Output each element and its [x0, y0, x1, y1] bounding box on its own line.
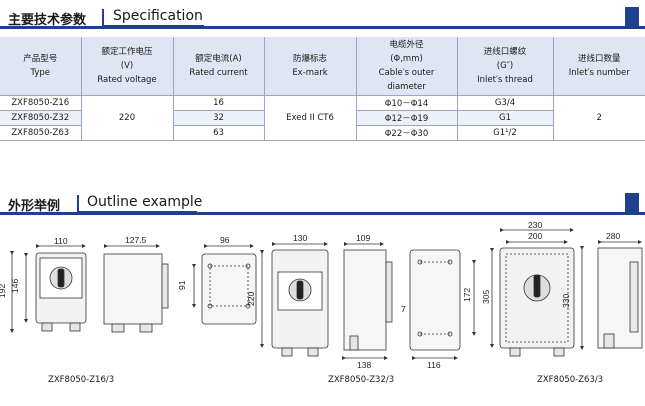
z16-side-view: 127.5	[103, 235, 169, 333]
outline-title-en: Outline example	[87, 194, 203, 210]
dim-z16-back-height: 91	[177, 280, 187, 290]
model-caption-z16: ZXF8050-Z16/3	[48, 375, 115, 385]
dim-z63-width-inner: 200	[528, 231, 542, 241]
dim-z63-height-left: 305	[481, 290, 491, 304]
header-cable: 电缆外径(Φ,mm)Cable′s outer diameter	[355, 37, 457, 96]
dim-z32-front-width: 130	[293, 233, 307, 243]
cell-voltage: 220	[80, 95, 173, 141]
header-voltage: 额定工作电压(V)Rated voltage	[80, 37, 173, 96]
dim-z32-back-small: 7	[401, 304, 406, 314]
dim-z16-front-height: 146	[10, 279, 20, 293]
cell-type: ZXF8050-Z16	[0, 95, 81, 111]
outline-drawings: 110 146 192 127.5 96 91 130	[0, 222, 643, 370]
cell-current: 63	[172, 125, 264, 141]
cell-type: ZXF8050-Z32	[0, 110, 81, 126]
specification-header: 主要技术参数 Specification	[0, 5, 645, 29]
header-end-block	[625, 193, 639, 213]
header-underline	[79, 211, 197, 212]
header-rule	[0, 212, 645, 215]
dim-z16-front-total: 192	[0, 284, 7, 298]
dim-z63-width-outer: 230	[528, 222, 542, 230]
header-end-block	[625, 7, 639, 27]
spec-title-cn: 主要技术参数	[8, 13, 87, 28]
z16-front-view: 110 146 192	[0, 236, 87, 333]
outline-title-cn: 外形举例	[8, 199, 61, 214]
model-caption-z32: ZXF8050-Z32/3	[328, 375, 395, 385]
z32-side-view: 109 138	[342, 233, 393, 370]
header-separator	[77, 195, 79, 212]
cell-thread: G1	[456, 110, 553, 126]
dim-z32-back-height: 172	[462, 288, 472, 302]
header-separator	[102, 9, 104, 26]
z16-back-view: 96 91	[177, 235, 257, 325]
z32-front-view: 130 220	[246, 233, 329, 357]
z32-back-view: 172 7 116	[401, 249, 476, 370]
dim-z32-front-height: 220	[246, 292, 256, 306]
cell-cable: Φ22－Φ30	[355, 125, 457, 141]
table-row: ZXF8050-Z32 32 Φ12－Φ19 G1	[0, 110, 645, 126]
cell-inlet-number: 2	[552, 95, 645, 141]
header-underline	[104, 25, 204, 26]
dim-z16-side-depth: 127.5	[125, 235, 147, 245]
z63-side-view: 280	[597, 231, 643, 349]
header-current: 额定电流(A)Rated current	[172, 37, 264, 96]
table-row: ZXF8050-Z16 220 16 Exed II CT6 Φ10－Φ14 G…	[0, 95, 645, 141]
dim-z32-side-bottom: 138	[357, 360, 371, 370]
dim-z63-height-right: 330	[561, 294, 571, 308]
cell-cable: Φ12－Φ19	[355, 110, 457, 126]
dim-z32-side-depth: 109	[356, 233, 370, 243]
header-rule	[0, 26, 645, 29]
table-row: ZXF8050-Z63 63 Φ22－Φ30 G1¹/2	[0, 125, 645, 141]
outline-header: 外形举例 Outline example	[0, 191, 645, 215]
header-thread: 进线口螺纹(G″)Inlet′s thread	[456, 37, 553, 96]
cell-thread: G1¹/2	[456, 125, 553, 141]
spec-title-en: Specification	[113, 8, 203, 24]
cell-current: 32	[172, 110, 264, 126]
cell-ex-mark: Exed II CT6	[263, 95, 356, 141]
dim-z16-back-width: 96	[220, 235, 230, 245]
cell-thread: G3/4	[456, 95, 553, 111]
dim-z63-side-depth: 280	[606, 231, 620, 241]
z63-front-view: 230 200 305 330	[481, 222, 584, 357]
cell-current: 16	[172, 95, 264, 111]
dim-z32-back-bottom: 116	[427, 360, 441, 370]
cell-type: ZXF8050-Z63	[0, 125, 81, 141]
model-caption-z63: ZXF8050-Z63/3	[537, 375, 604, 385]
dim-z16-front-width: 110	[54, 236, 68, 246]
cell-cable: Φ10－Φ14	[355, 95, 457, 111]
